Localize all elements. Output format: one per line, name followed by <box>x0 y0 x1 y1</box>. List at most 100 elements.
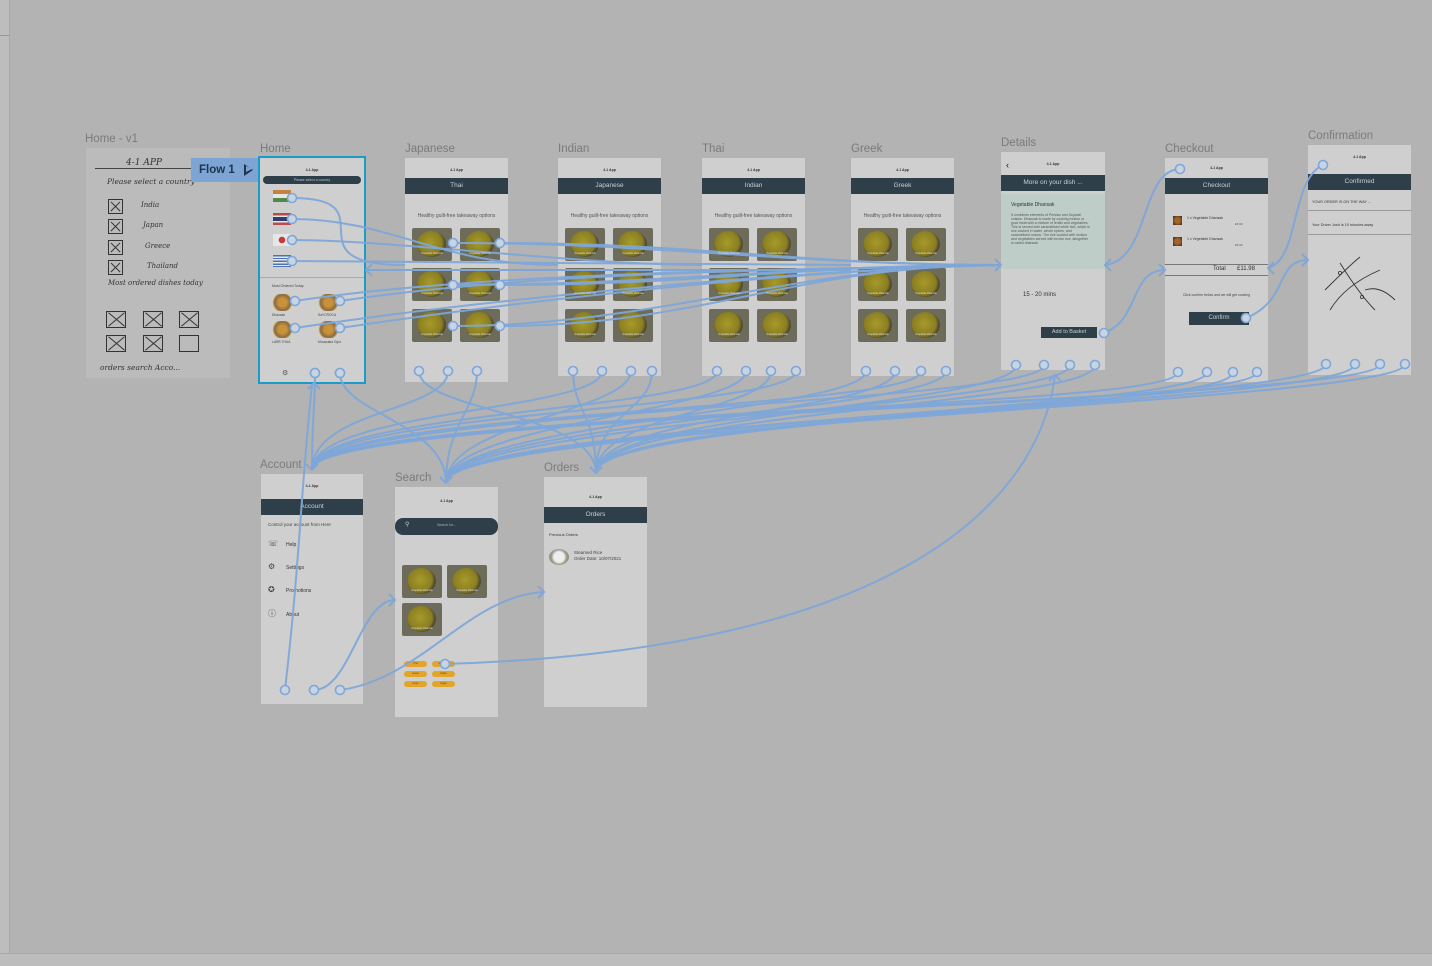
category-subtitle: Healthy guilt-free takeaway options <box>714 213 793 219</box>
dish-card[interactable]: Vegetable Dhansak <box>709 268 749 301</box>
frame-label-confirmation[interactable]: Confirmation <box>1308 130 1374 142</box>
order-thumbnail[interactable] <box>549 549 569 565</box>
back-arrow-icon[interactable]: ‹ <box>1006 160 1009 170</box>
account-intro: Control your account from Here <box>268 522 331 527</box>
flag-japan-icon[interactable] <box>273 234 291 246</box>
dish-card[interactable]: Vegetable Dhansak <box>906 228 946 261</box>
dish-card-label: Vegetable Dhansak <box>469 252 491 255</box>
filter-tag[interactable]: Asian <box>404 681 427 687</box>
confirmation-line-2: Your Driver Josh is 10 minutes away <box>1312 223 1374 227</box>
frame-details[interactable]: ‹ 4-1 App More on your dish ... Vegetabl… <box>1001 152 1105 370</box>
dish-card[interactable]: Vegetable Dhansak <box>613 228 653 261</box>
dish-card[interactable]: Vegetable Dhansak <box>402 603 442 636</box>
dish-card[interactable]: Vegetable Dhansak <box>906 309 946 342</box>
dish-card[interactable]: Vegetable Dhansak <box>858 309 898 342</box>
dish-card[interactable]: Vegetable Dhansak <box>565 309 605 342</box>
details-time: 15 - 20 mins <box>1023 292 1057 298</box>
confirm-button[interactable]: Confirm <box>1189 312 1249 325</box>
frame-orders[interactable]: 4-1 App Orders Previous Orders Steamed R… <box>544 477 647 707</box>
frame-home[interactable]: 4-1 App Please select a country Most Ord… <box>258 156 366 384</box>
most-ordered-dish-image[interactable] <box>272 294 293 311</box>
add-to-basket-button[interactable]: Add to Basket <box>1041 327 1097 338</box>
dish-card-label: Vegetable Dhansak <box>915 292 937 295</box>
frame-label-indian[interactable]: Indian <box>558 143 590 155</box>
country-select-bar[interactable]: Please select a country <box>263 176 361 184</box>
flag-india-icon[interactable] <box>273 190 291 202</box>
dish-card[interactable]: Vegetable Dhansak <box>613 268 653 301</box>
dish-card[interactable]: Vegetable Dhansak <box>613 309 653 342</box>
frame-label-thai[interactable]: Thai <box>702 143 725 155</box>
frame-label-orders[interactable]: Orders <box>544 462 580 474</box>
filter-tag[interactable]: Indian <box>432 671 455 677</box>
promotions-icon: ✪ <box>268 585 275 594</box>
frame-label-search[interactable]: Search <box>395 472 432 484</box>
most-ordered-dish-name: Dhansak <box>272 313 286 317</box>
account-item-settings[interactable]: ⚙Settings <box>268 562 304 571</box>
most-ordered-dish-image[interactable] <box>318 294 339 311</box>
dish-card[interactable]: Vegetable Dhansak <box>447 565 487 598</box>
filter-tag[interactable]: Vegan <box>432 681 455 687</box>
dish-card[interactable]: Vegetable Dhansak <box>709 309 749 342</box>
order-item-name[interactable]: Steamed Rice <box>574 550 603 555</box>
dish-card[interactable]: Vegetable Dhansak <box>460 268 500 301</box>
frame-confirmation[interactable]: 4-1 App Confirmed YOUR ORDER IS ON THE W… <box>1308 145 1411 375</box>
play-icon[interactable] <box>244 164 253 176</box>
connection-line <box>311 370 922 471</box>
settings-icon[interactable]: ⚙ <box>282 370 289 377</box>
filter-tag[interactable]: Japanese <box>432 661 455 667</box>
dish-card[interactable]: Vegetable Dhansak <box>460 309 500 342</box>
frame-label-checkout[interactable]: Checkout <box>1165 143 1214 155</box>
app-name: 4-1 App <box>1210 166 1223 170</box>
frame-label-home[interactable]: Home <box>260 143 291 155</box>
dish-card[interactable]: Vegetable Dhansak <box>460 228 500 261</box>
frame-label-account[interactable]: Account <box>260 459 302 471</box>
dish-card[interactable]: Vegetable Dhansak <box>402 565 442 598</box>
dish-card[interactable]: Vegetable Dhansak <box>412 268 452 301</box>
connection-arrowhead <box>1103 258 1112 272</box>
account-header: Account <box>261 499 363 515</box>
flag-greece-icon[interactable] <box>273 255 291 267</box>
connection-arrowhead <box>364 263 373 277</box>
dish-card[interactable]: Vegetable Dhansak <box>858 268 898 301</box>
search-input[interactable]: ⚲ Search for... <box>395 518 498 535</box>
filter-tag[interactable]: Greek <box>404 671 427 677</box>
account-item-help[interactable]: ☏Help <box>268 539 296 548</box>
dish-card[interactable]: Vegetable Dhansak <box>858 228 898 261</box>
dish-card[interactable]: Vegetable Dhansak <box>757 268 797 301</box>
dish-card[interactable]: Vegetable Dhansak <box>565 268 605 301</box>
flag-thailand-icon[interactable] <box>273 213 291 225</box>
dish-card[interactable]: Vegetable Dhansak <box>757 309 797 342</box>
confirmation-header: Confirmed <box>1308 174 1411 190</box>
flow-start-tag[interactable]: Flow 1 <box>191 158 259 182</box>
dish-card[interactable]: Vegetable Dhansak <box>412 309 452 342</box>
dish-card[interactable]: Vegetable Dhansak <box>412 228 452 261</box>
dish-card[interactable]: Vegetable Dhansak <box>565 228 605 261</box>
frame-label-home-v1[interactable]: Home - v1 <box>85 133 139 145</box>
frame-search[interactable]: 4-1 App ⚲ Search for... Vegetable Dhansa… <box>395 487 498 717</box>
account-item-label: Promotions <box>286 588 312 594</box>
dish-card-label: Vegetable Dhansak <box>867 252 889 255</box>
filter-tag[interactable]: Thai <box>404 661 427 667</box>
dish-card[interactable]: Vegetable Dhansak <box>757 228 797 261</box>
frame-label-japanese[interactable]: Japanese <box>405 143 455 155</box>
bottom-panel-edge <box>0 953 1432 966</box>
most-ordered-dish-image[interactable] <box>272 321 293 338</box>
frame-label-details[interactable]: Details <box>1001 137 1037 149</box>
connection-line <box>339 372 447 484</box>
dish-card[interactable]: Vegetable Dhansak <box>709 228 749 261</box>
frame-checkout[interactable]: 4-1 App Checkout 1 x Vegetable Dhansak£5… <box>1165 158 1268 382</box>
frame-label-greek[interactable]: Greek <box>851 143 883 155</box>
dish-card[interactable]: Vegetable Dhansak <box>906 268 946 301</box>
frame-account[interactable]: 4-1 App Account Control your account fro… <box>261 474 363 704</box>
account-item-promotions[interactable]: ✪ Promotions <box>268 585 311 594</box>
app-name: 4-1 App <box>1046 162 1060 166</box>
sketch-country: Thailand <box>147 262 178 270</box>
most-ordered-dish-image[interactable] <box>318 321 339 338</box>
